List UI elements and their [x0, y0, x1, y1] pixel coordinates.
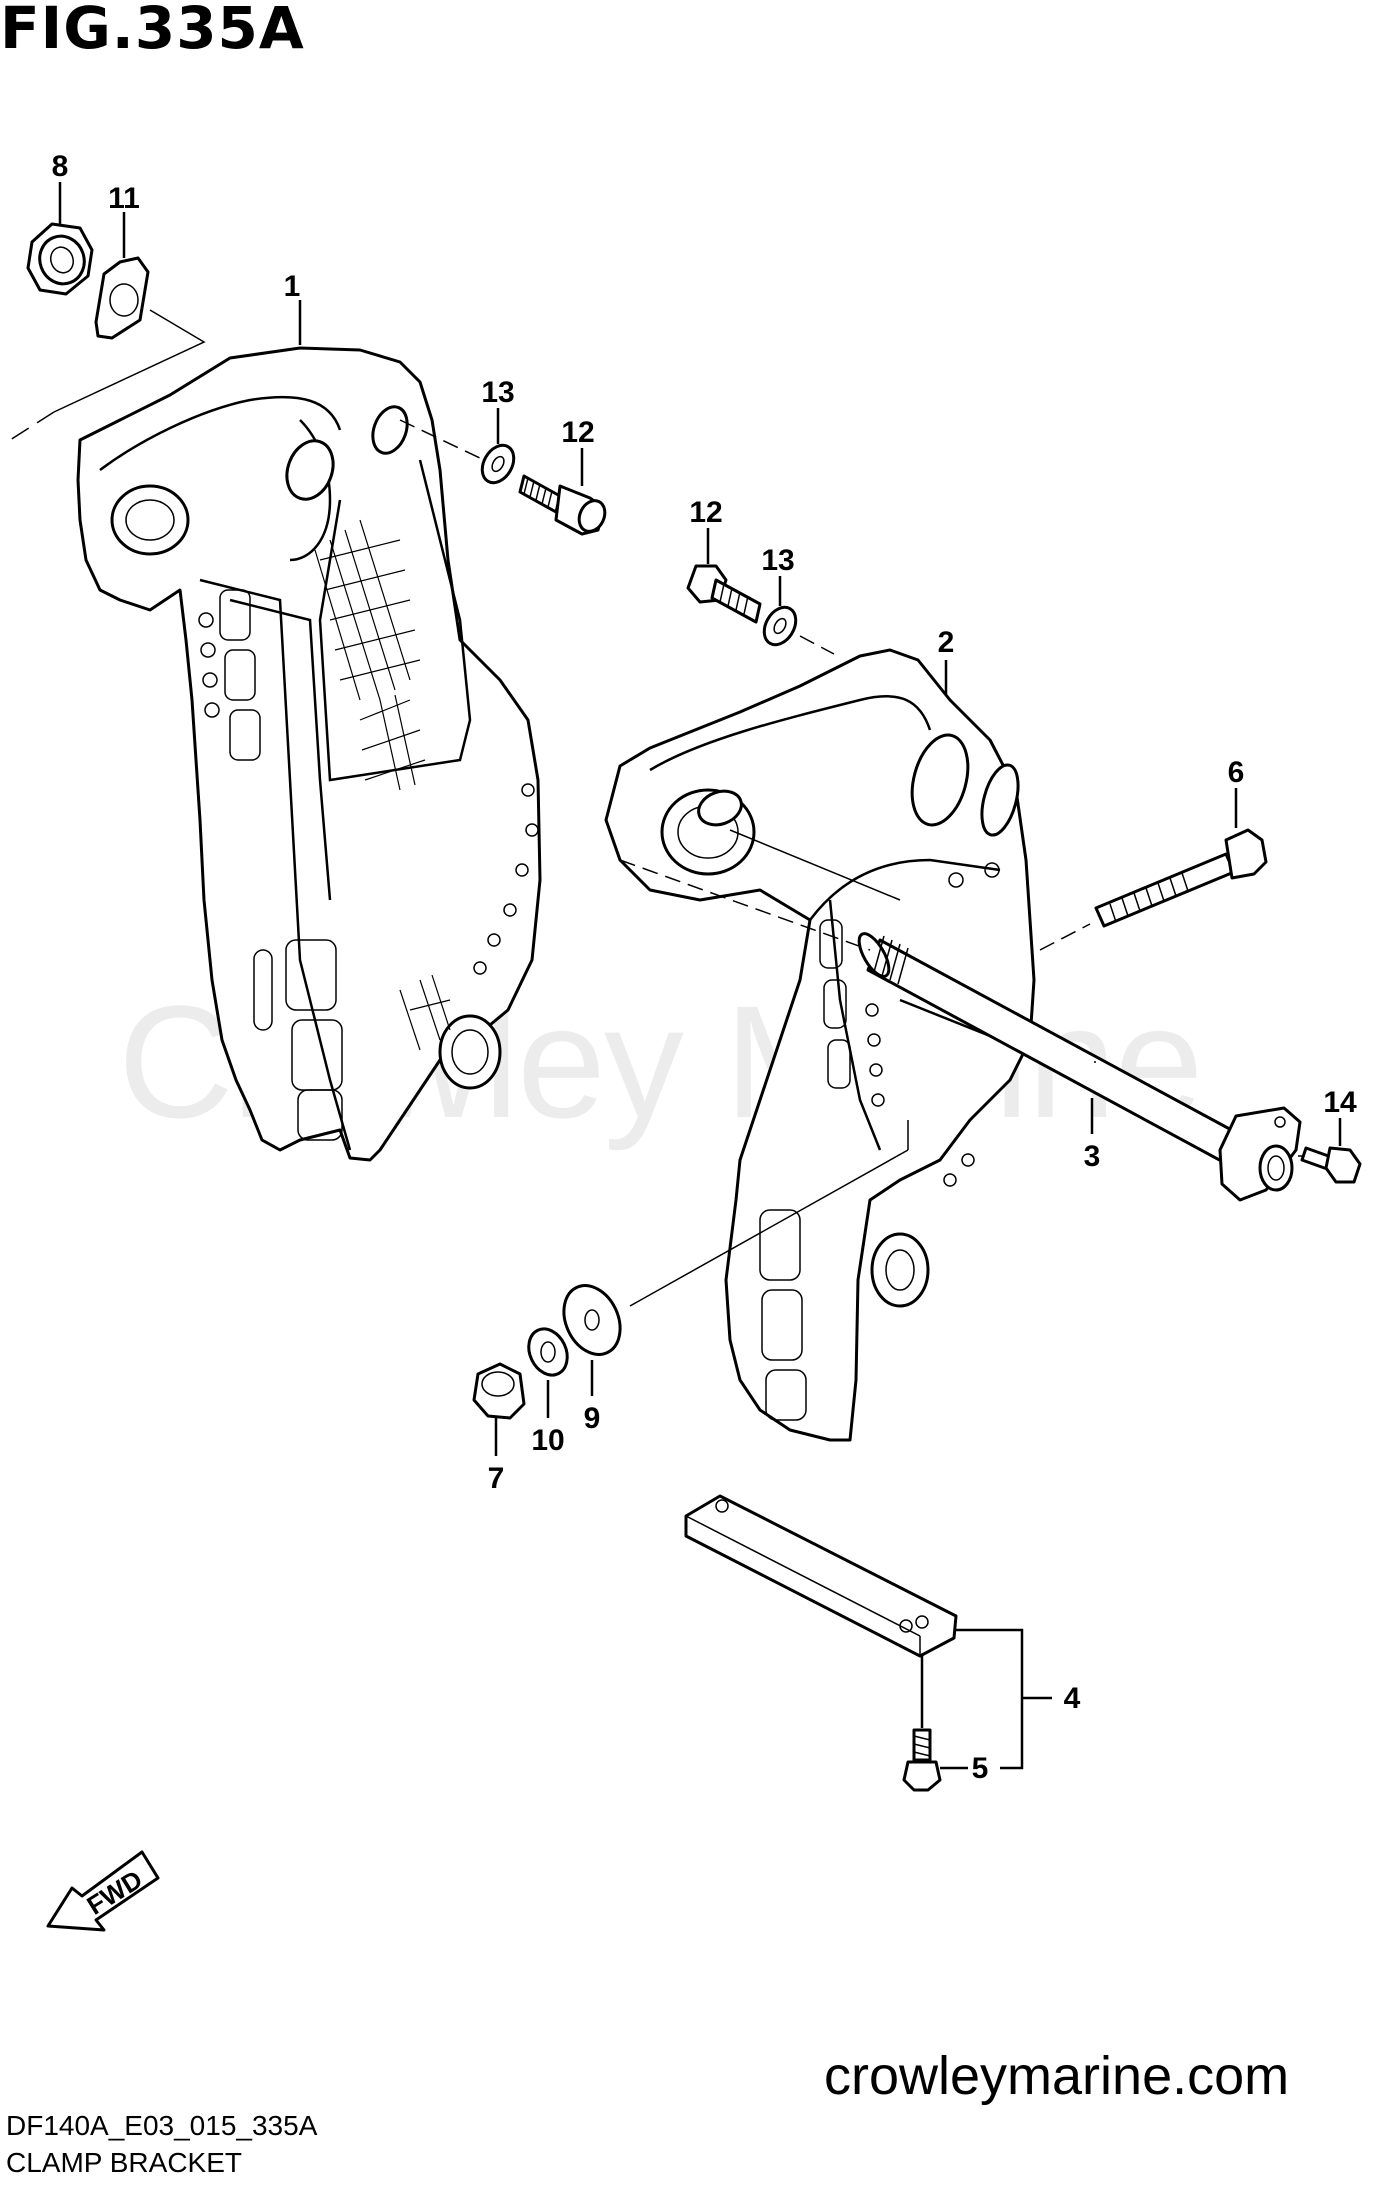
figure-title: FIG.335A [0, 0, 305, 62]
callout-6: 6 [1228, 756, 1245, 789]
callout-13: 13 [761, 544, 794, 577]
callout-14: 14 [1323, 1086, 1357, 1119]
part-11-washer-plate[interactable] [9, 212, 206, 441]
drawing-code: DF140A_E03_015_335A [6, 2110, 318, 2141]
callout-10: 10 [531, 1424, 564, 1457]
callout-2: 2 [938, 626, 955, 659]
callout-9: 9 [584, 1402, 601, 1435]
part-9-washer[interactable] [553, 1120, 909, 1396]
part-2-clamp-bracket-starboard[interactable] [604, 648, 1036, 1442]
part-3-clamp-bracket-shaft[interactable] [619, 859, 1302, 1202]
callout-3: 3 [1084, 1140, 1101, 1173]
callout-5: 5 [972, 1752, 989, 1785]
part-14-bolt[interactable] [1298, 1118, 1362, 1184]
figure-caption: CLAMP BRACKET [6, 2147, 242, 2178]
callout-8: 8 [52, 150, 69, 183]
callout-12: 12 [561, 416, 594, 449]
fwd-arrow-icon: FWD [46, 1850, 160, 1932]
callout-7: 7 [488, 1462, 505, 1495]
callout-12: 12 [689, 496, 722, 529]
callout-13: 13 [481, 376, 514, 409]
part-10-washer[interactable] [522, 1323, 575, 1418]
callout-4: 4 [1064, 1682, 1081, 1715]
callout-1: 1 [284, 270, 301, 303]
part-5-screw[interactable] [902, 1728, 968, 1792]
part-7-nut[interactable] [472, 1362, 526, 1456]
part-12-bolt-lower[interactable] [686, 528, 762, 624]
part-4-plate[interactable] [684, 1494, 1052, 1770]
website-label: crowleymarine.com [824, 2046, 1290, 2106]
part-8-nut[interactable] [26, 182, 94, 296]
callout-11: 11 [108, 182, 140, 215]
part-12-bolt-upper[interactable] [518, 448, 610, 536]
part-13-washer-upper[interactable] [399, 408, 520, 488]
part-1-clamp-bracket-port[interactable] [76, 300, 542, 1162]
part-6-bolt[interactable] [1039, 788, 1268, 951]
part-13-washer-lower[interactable] [758, 576, 835, 655]
